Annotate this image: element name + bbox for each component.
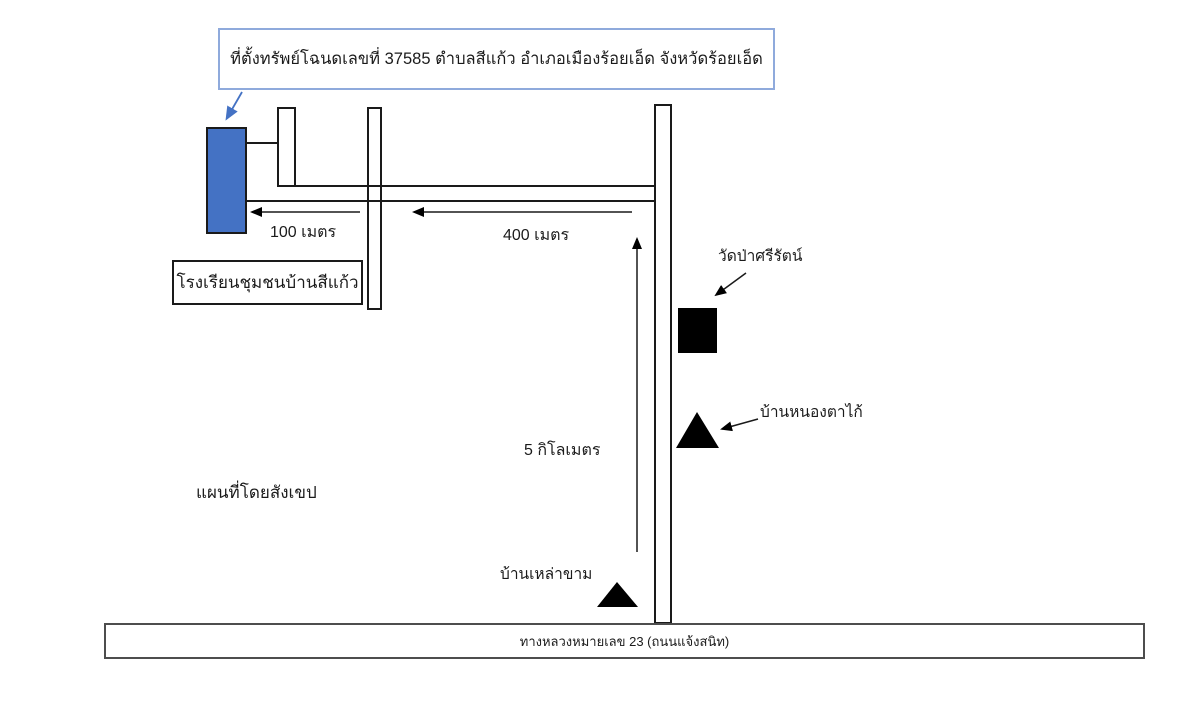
highway-bar: ทางหลวงหมายเลข 23 (ถนนแจ้งสนิท): [104, 623, 1145, 659]
property-parcel: [206, 127, 247, 234]
distance-100m-label: 100 เมตร: [270, 224, 337, 241]
school-box: โรงเรียนชุมชนบ้านสีแก้ว: [172, 260, 363, 305]
temple-square-marker: [678, 308, 717, 353]
short-side-road: [277, 107, 296, 187]
temple-label: วัดป่าศรีรัตน์: [718, 248, 803, 265]
village-nong-ta-kai-triangle-marker: [676, 412, 719, 448]
highway-label: ทางหลวงหมายเลข 23 (ถนนแจ้งสนิท): [519, 633, 730, 649]
cross-road-vertical: [367, 107, 382, 310]
village-lao-kham-label: บ้านเหล่าขาม: [500, 566, 593, 583]
village-nong-ta-kai-pointer-arrow: [720, 418, 759, 432]
property-location-text: ที่ตั้งทรัพย์โฉนดเลขที่ 37585 ตำบลสีแก้ว…: [230, 50, 763, 68]
property-location-callout: ที่ตั้งทรัพย์โฉนดเลขที่ 37585 ตำบลสีแก้ว…: [218, 28, 775, 90]
village-nong-ta-kai-label: บ้านหนองตาไก้: [760, 404, 863, 421]
main-vertical-road: [654, 104, 672, 624]
village-lao-kham-triangle-marker: [597, 582, 638, 607]
title-callout-arrow: [225, 91, 243, 121]
school-name: โรงเรียนชุมชนบ้านสีแก้ว: [176, 273, 359, 292]
distance-400m-label: 400 เมตร: [503, 227, 570, 244]
distance-5km-label: 5 กิโลเมตร: [524, 442, 601, 459]
temple-pointer-arrow: [714, 272, 747, 297]
map-note-label: แผนที่โดยสังเขป: [196, 483, 317, 502]
